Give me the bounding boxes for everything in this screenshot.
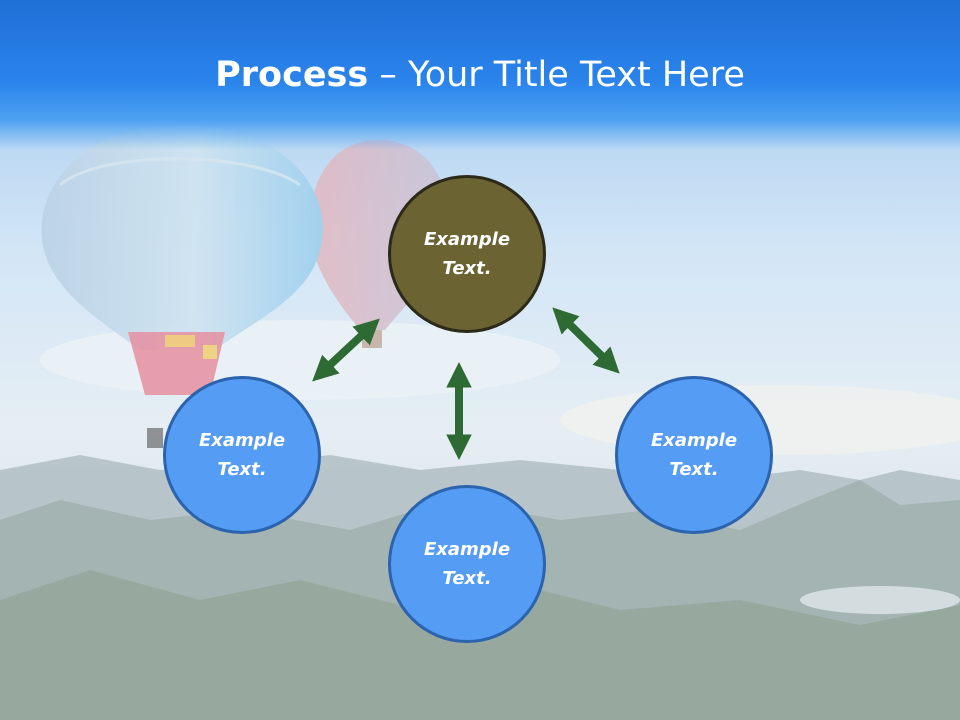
arrow-center-right (552, 307, 620, 374)
slide-title: Process – Your Title Text Here (0, 52, 960, 98)
balloon-front (41, 125, 323, 448)
arrow-center-left (312, 318, 380, 382)
title-bold: Process (215, 55, 369, 95)
node-bottom: Example Text. (388, 485, 546, 643)
title-rest: – Your Title Text Here (368, 55, 745, 95)
node-right-label: Example Text. (650, 430, 738, 480)
node-center: Example Text. (388, 175, 546, 333)
title-band: Process – Your Title Text Here (0, 0, 960, 150)
node-right: Example Text. (615, 376, 773, 534)
node-left-label: Example Text. (198, 430, 286, 480)
node-left: Example Text. (163, 376, 321, 534)
node-bottom-label: Example Text. (423, 539, 511, 589)
node-center-label: Example Text. (423, 229, 511, 279)
